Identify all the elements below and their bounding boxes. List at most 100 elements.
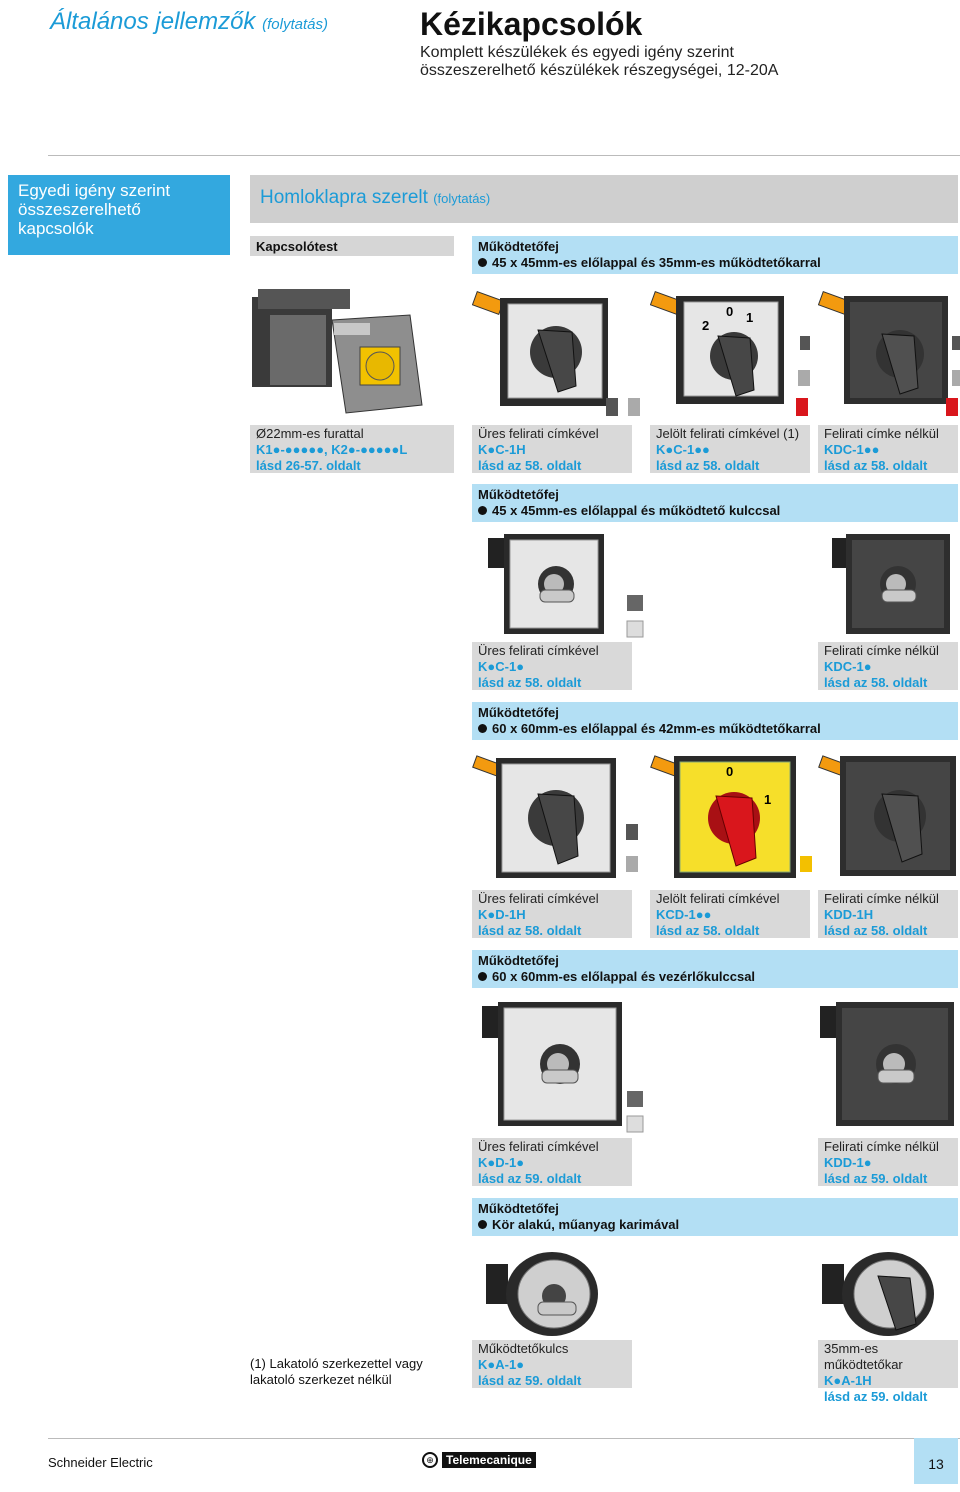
chapter-title-text: Általános jellemzők bbox=[50, 8, 256, 35]
group-heading-title: Működtetőfej bbox=[478, 705, 559, 720]
caption-ref: lásd az 58. oldalt bbox=[824, 675, 928, 690]
caption-line: Üres felirati címkével bbox=[478, 891, 599, 906]
caption-ref: lásd az 58. oldalt bbox=[478, 458, 582, 473]
caption-line: Felirati címke nélkül bbox=[824, 891, 939, 906]
brand-mark-icon: ⊕ bbox=[422, 1452, 438, 1468]
key-operator-head-unlabeled bbox=[832, 534, 950, 634]
caption-3-3: Felirati címke nélkül KDD-1H lásd az 58.… bbox=[818, 890, 958, 938]
operator-head-unlabeled bbox=[818, 290, 948, 404]
group-heading-title: Működtetőfej bbox=[478, 1201, 559, 1216]
caption-code: KDC-1●● bbox=[824, 442, 880, 457]
caption-code: KDD-1● bbox=[824, 1155, 872, 1170]
caption-4-1: Üres felirati címkével K●D-1● lásd az 59… bbox=[472, 1138, 632, 1186]
color-swatch-options bbox=[626, 595, 644, 638]
dial-mark: 1 bbox=[746, 310, 753, 325]
operator-head-60-emergency: 0 1 bbox=[650, 755, 796, 878]
side-label: Egyedi igény szerint összeszerelhető kap… bbox=[8, 175, 230, 255]
operator-head-60-blank bbox=[472, 755, 616, 878]
caption-line: Felirati címke nélkül bbox=[824, 643, 939, 658]
caption-code: K●C-1● bbox=[478, 659, 525, 674]
header-divider bbox=[48, 155, 960, 156]
operator-head-blank bbox=[472, 290, 608, 406]
caption-ref: lásd az 58. oldalt bbox=[824, 923, 928, 938]
caption-ref: lásd az 59. oldalt bbox=[478, 1171, 582, 1186]
caption-line: Működtetőkulcs bbox=[478, 1341, 569, 1356]
switch-body-label: Kapcsolótest bbox=[250, 236, 454, 256]
caption-1-1: Üres felirati címkével K●C-1H lásd az 58… bbox=[472, 425, 632, 473]
page-number: 13 bbox=[914, 1438, 958, 1484]
key-icon bbox=[541, 1069, 579, 1084]
caption-code: KDC-1● bbox=[824, 659, 872, 674]
caption-line: Ø22mm-es furattal bbox=[256, 426, 364, 441]
caption-5-2: 35mm-es működtetőkar K●A-1H lásd az 59. … bbox=[818, 1340, 958, 1404]
group-heading-4: Működtetőfej 60 x 60mm-es előlappal és v… bbox=[472, 950, 958, 988]
key-icon bbox=[881, 589, 917, 603]
dial-mark: 0 bbox=[726, 764, 733, 779]
chapter-title-suffix: (folytatás) bbox=[262, 16, 328, 33]
caption-code: K●A-1● bbox=[478, 1357, 525, 1372]
lever-options-icon bbox=[606, 336, 960, 416]
group-heading-2: Működtetőfej 45 x 45mm-es előlappal és m… bbox=[472, 484, 958, 522]
caption-code: K1●-●●●●●, K2●-●●●●●L bbox=[256, 442, 408, 457]
caption-line: Üres felirati címkével bbox=[478, 1139, 599, 1154]
round-key-operator bbox=[486, 1252, 598, 1336]
key-icon bbox=[537, 1301, 577, 1316]
caption-ref: lásd 26-57. oldalt bbox=[256, 458, 361, 473]
caption-line: Jelölt felirati címkével bbox=[656, 891, 780, 906]
caption-code: K●D-1H bbox=[478, 907, 526, 922]
bullet-icon bbox=[478, 1220, 487, 1229]
caption-ref: lásd az 59. oldalt bbox=[824, 1171, 928, 1186]
caption-line: Jelölt felirati címkével (1) bbox=[656, 426, 800, 441]
group-heading-line: 45 x 45mm-es előlappal és 35mm-es működt… bbox=[492, 255, 821, 270]
footer-company: Schneider Electric bbox=[48, 1455, 153, 1470]
caption-1-2: Jelölt felirati címkével (1) K●C-1●● lás… bbox=[650, 425, 810, 473]
caption-5-1: Működtetőkulcs K●A-1● lásd az 59. oldalt bbox=[472, 1340, 632, 1388]
group-heading-1: Működtetőfej 45 x 45mm-es előlappal és 3… bbox=[472, 236, 958, 274]
caption-ref: lásd az 58. oldalt bbox=[656, 923, 760, 938]
caption-line: 35mm-es működtetőkar bbox=[824, 1341, 903, 1372]
group-heading-line: Kör alakú, műanyag karimával bbox=[492, 1217, 680, 1232]
color-swatch-options-60 bbox=[626, 1091, 644, 1133]
round-lever-operator bbox=[822, 1252, 934, 1336]
caption-ref: lásd az 58. oldalt bbox=[478, 923, 582, 938]
caption-line: Felirati címke nélkül bbox=[824, 426, 939, 441]
key-operator-head-60 bbox=[482, 1002, 622, 1126]
caption-ref: lásd az 59. oldalt bbox=[824, 1389, 928, 1404]
page-title: Kézikapcsolók bbox=[420, 6, 643, 42]
caption-ref: lásd az 58. oldalt bbox=[824, 458, 928, 473]
caption-2-1: Üres felirati címkével K●C-1● lásd az 58… bbox=[472, 642, 632, 690]
caption-code: K●C-1H bbox=[478, 442, 526, 457]
caption-line: Felirati címke nélkül bbox=[824, 1139, 939, 1154]
group-heading-line: 60 x 60mm-es előlappal és vezérlőkulccsa… bbox=[492, 969, 756, 984]
dial-mark: 2 bbox=[702, 318, 709, 333]
group-heading-title: Működtetőfej bbox=[478, 239, 559, 254]
switch-body-caption: Ø22mm-es furattal K1●-●●●●●, K2●-●●●●●L … bbox=[250, 425, 454, 473]
caption-ref: lásd az 58. oldalt bbox=[478, 675, 582, 690]
footnote: (1) Lakatoló szerkezettel vagy lakatoló … bbox=[250, 1356, 423, 1387]
brand-logo: ⊕ Telemecanique bbox=[422, 1452, 536, 1468]
bullet-icon bbox=[478, 258, 487, 267]
key-operator-head bbox=[488, 534, 604, 634]
group-heading-line: 45 x 45mm-es előlappal és működtető kulc… bbox=[492, 503, 781, 518]
section-bar: Homloklapra szerelt (folytatás) bbox=[250, 175, 958, 223]
key-icon bbox=[539, 589, 575, 603]
page-subtitle: Komplett készülékek és egyedi igény szer… bbox=[420, 44, 779, 79]
key-operator-head-60-unlabeled bbox=[820, 1002, 954, 1126]
group-heading-3: Működtetőfej 60 x 60mm-es előlappal és 4… bbox=[472, 702, 958, 740]
caption-ref: lásd az 59. oldalt bbox=[478, 1373, 582, 1388]
footer-divider bbox=[48, 1438, 960, 1439]
bullet-icon bbox=[478, 972, 487, 981]
caption-4-2: Felirati címke nélkül KDD-1● lásd az 59.… bbox=[818, 1138, 958, 1186]
caption-1-3: Felirati címke nélkül KDC-1●● lásd az 58… bbox=[818, 425, 958, 473]
section-suffix: (folytatás) bbox=[433, 191, 491, 206]
operator-head-marked: 0 2 1 bbox=[650, 290, 784, 404]
chapter-title: Általános jellemzők (folytatás) bbox=[50, 8, 328, 36]
group-heading-5: Működtetőfej Kör alakú, műanyag karimáva… bbox=[472, 1198, 958, 1236]
caption-3-2: Jelölt felirati címkével KCD-1●● lásd az… bbox=[650, 890, 810, 938]
caption-code: K●C-1●● bbox=[656, 442, 710, 457]
lever-options-icon-60 bbox=[626, 824, 812, 872]
key-icon bbox=[877, 1069, 915, 1084]
group-heading-title: Működtetőfej bbox=[478, 953, 559, 968]
group-heading-line: 60 x 60mm-es előlappal és 42mm-es működt… bbox=[492, 721, 821, 736]
bullet-icon bbox=[478, 724, 487, 733]
